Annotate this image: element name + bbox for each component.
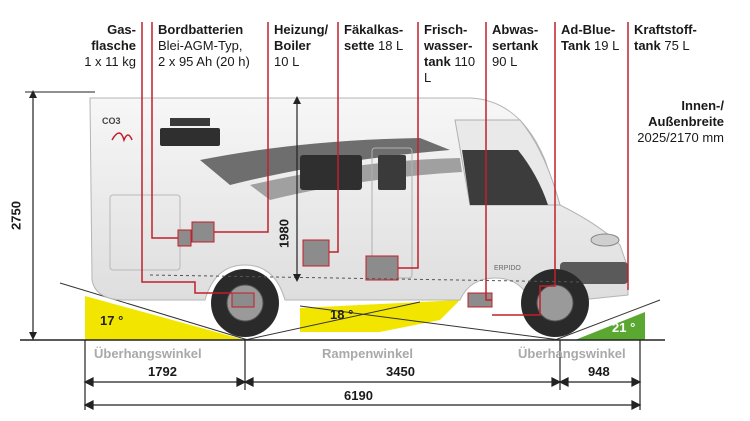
roof-hatch bbox=[170, 118, 210, 126]
label-heizung-value: 10 L bbox=[274, 54, 300, 69]
label-heizung: Heizung/ Boiler 10 L bbox=[274, 22, 334, 70]
dim-overhang-front: 948 bbox=[588, 364, 610, 379]
angle-rear-value: 17 ° bbox=[100, 313, 124, 328]
label-adblue-title1: Ad-Blue- bbox=[561, 22, 616, 37]
label-adblue-value: 19 L bbox=[594, 38, 620, 53]
label-kraftstoff: Kraftstoff- tank 75 L bbox=[634, 22, 734, 54]
interior-height-arrowhead-bottom bbox=[293, 274, 301, 282]
angle-ramp-value: 18 ° bbox=[330, 307, 354, 322]
label-heizung-title1: Heizung/ bbox=[274, 22, 329, 37]
label-abwasser: Abwas- sertank 90 L bbox=[492, 22, 552, 70]
label-breite-value: 2025/2170 mm bbox=[637, 130, 724, 145]
label-bordbatterien-value1: Blei-AGM-Typ, bbox=[158, 38, 243, 53]
caption-ramp: Rampenwinkel bbox=[322, 346, 414, 361]
rear-overhang-angle-fill bbox=[85, 296, 245, 340]
label-kraftstoff-title2: tank bbox=[634, 38, 661, 53]
label-frischwasser-title2: wasser- bbox=[424, 38, 473, 53]
rear-angle-line bbox=[59, 282, 249, 341]
front-angle-line bbox=[554, 299, 661, 341]
label-abwasser-title2: sertank bbox=[492, 38, 539, 53]
mid-window bbox=[300, 155, 362, 190]
ramp-line-right bbox=[299, 305, 561, 341]
gas-box bbox=[231, 292, 255, 308]
label-frischwasser-title1: Frisch- bbox=[424, 22, 468, 37]
total-height-arrow-top bbox=[29, 90, 37, 98]
dim-overhang-rear: 1792 bbox=[148, 364, 177, 379]
label-kraftstoff-value: 75 L bbox=[664, 38, 690, 53]
angle-front-value: 21 ° bbox=[612, 320, 636, 335]
badge-text: CO3 bbox=[102, 116, 121, 126]
label-adblue: Ad-Blue- Tank 19 L bbox=[561, 22, 625, 54]
label-gasflasche-value: 1 x 11 kg bbox=[84, 54, 136, 69]
label-kraftstoff-title1: Kraftstoff- bbox=[634, 22, 697, 37]
dim-height-interior: 1980 bbox=[276, 219, 292, 248]
label-faekalkassette-title2: sette bbox=[344, 38, 375, 53]
rear-window bbox=[160, 128, 220, 146]
dim-wheelbase: 3450 bbox=[386, 364, 415, 379]
label-bordbatterien-title: Bordbatterien bbox=[158, 22, 244, 37]
brand-swoosh bbox=[111, 132, 133, 143]
interior-height-arrowhead-top bbox=[293, 96, 301, 104]
caption-front-overhang: Überhangswinkel bbox=[518, 346, 626, 361]
front-wheel-rim bbox=[536, 284, 574, 322]
label-heizung-title2: Boiler bbox=[274, 38, 311, 53]
toilet-box bbox=[302, 239, 330, 267]
headlight bbox=[590, 233, 620, 247]
label-faekalkassette-title1: Fäkalkas- bbox=[344, 22, 404, 37]
caption-rear-overhang: Überhangswinkel bbox=[94, 346, 202, 361]
dim-height-total: 2750 bbox=[8, 201, 24, 230]
label-faekalkassette: Fäkalkas- sette 18 L bbox=[344, 22, 416, 54]
label-bordbatterien-value2: 2 x 95 Ah (20 h) bbox=[158, 54, 250, 69]
label-gasflasche: Gas- flasche 1 x 11 kg bbox=[70, 22, 136, 70]
label-frischwasser: Frisch- wasser- tank 110 L bbox=[424, 22, 484, 86]
label-breite-title1: Innen-/ bbox=[681, 98, 724, 113]
battery-box-1 bbox=[177, 229, 192, 247]
label-abwasser-value: 90 L bbox=[492, 54, 518, 69]
label-gasflasche-title2: flasche bbox=[91, 38, 136, 53]
label-adblue-title2: Tank bbox=[561, 38, 591, 53]
dim-length-total: 6190 bbox=[344, 388, 373, 403]
label-breite: Innen-/ Außenbreite 2025/2170 mm bbox=[620, 98, 724, 146]
label-breite-title2: Außenbreite bbox=[648, 114, 724, 129]
windshield bbox=[462, 150, 548, 205]
label-frischwasser-value: 110 L bbox=[424, 54, 476, 85]
label-abwasser-title1: Abwas- bbox=[492, 22, 539, 37]
label-frischwasser-title3: tank bbox=[424, 54, 451, 69]
heating-box bbox=[191, 221, 215, 243]
front-overhang-angle-fill bbox=[575, 312, 645, 340]
door-window bbox=[378, 155, 406, 190]
length-dimension-lines bbox=[83, 340, 642, 410]
ramp-line-left bbox=[244, 301, 421, 341]
model-text: ERPIDO bbox=[494, 265, 521, 272]
total-height-arrow-bottom bbox=[29, 332, 37, 340]
label-faekalkassette-value: 18 L bbox=[377, 38, 404, 53]
label-gasflasche-title1: Gas- bbox=[107, 22, 136, 37]
freshwater-box bbox=[365, 255, 399, 281]
leader-lines bbox=[141, 22, 629, 316]
label-bordbatterien: Bordbatterien Blei-AGM-Typ, 2 x 95 Ah (2… bbox=[158, 22, 268, 70]
